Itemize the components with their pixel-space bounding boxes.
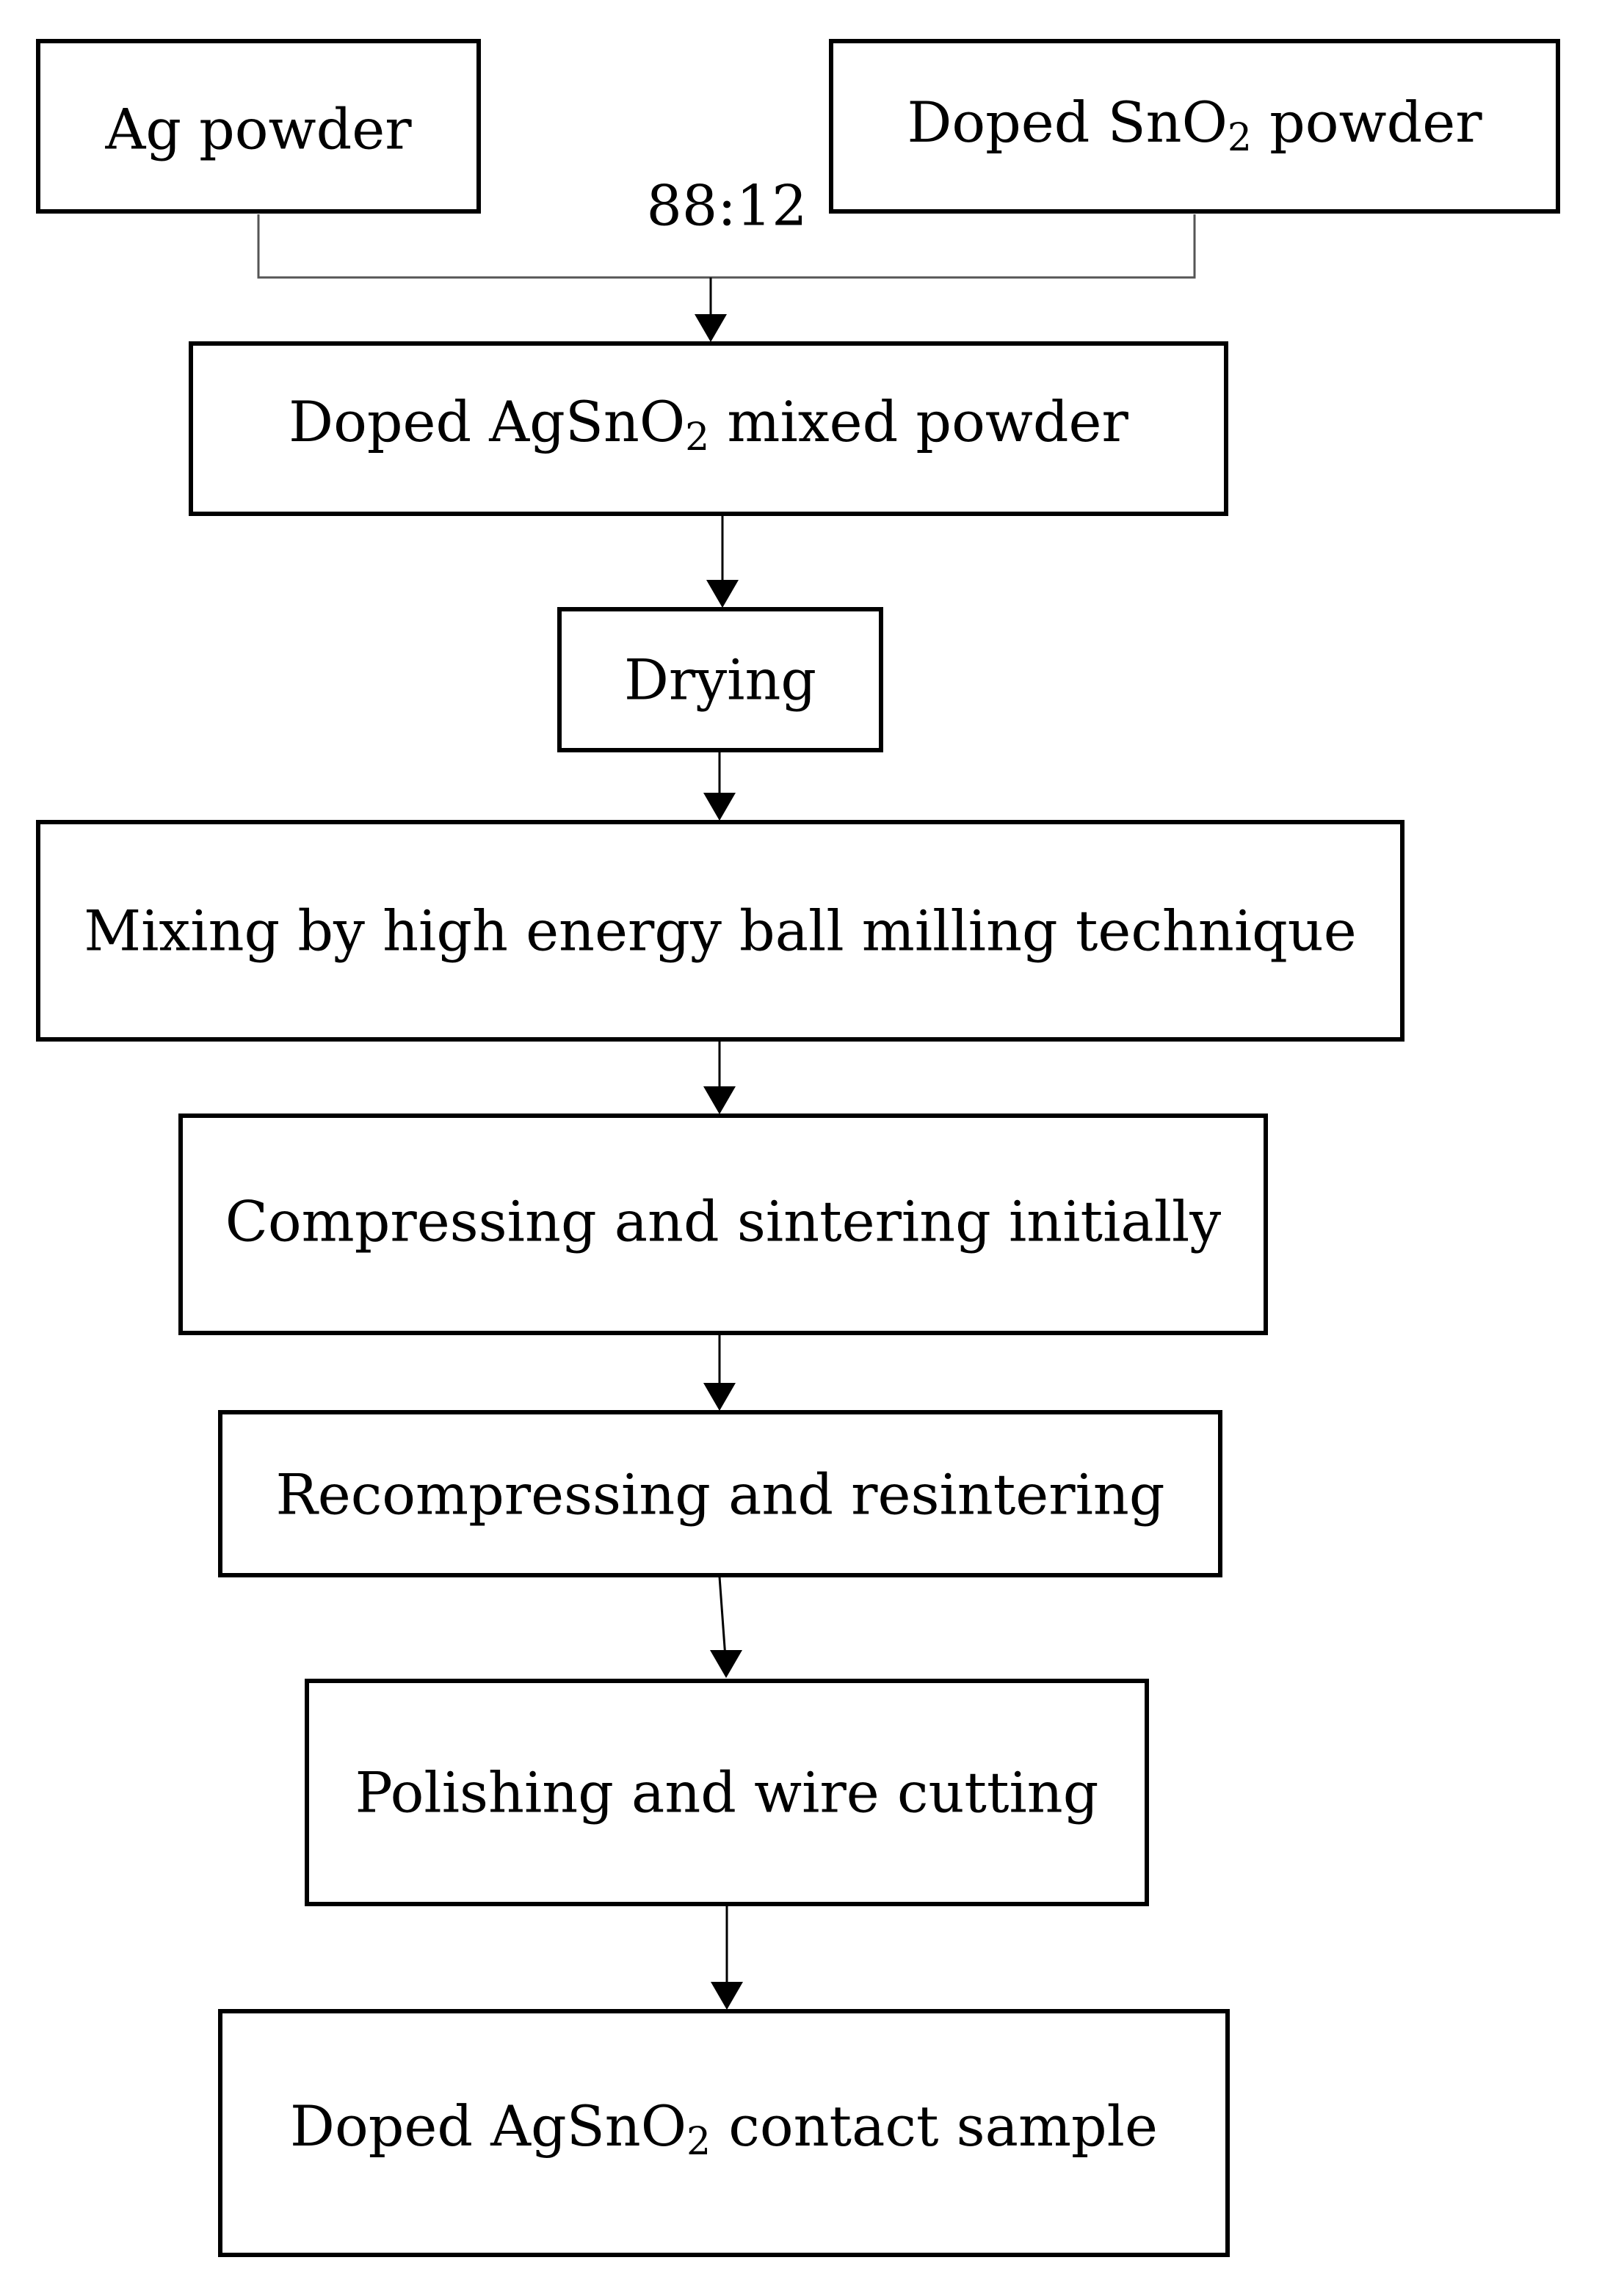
recompress-resinter-box: [218, 1410, 1222, 1577]
contact-sample-label-post: contact sample: [711, 2093, 1158, 2159]
ag-powder-box: [36, 39, 481, 214]
mixed-powder-node: Doped AgSnO2 mixed powder: [189, 341, 1228, 516]
compress-sinter-label: Compressing and sintering initially: [225, 1189, 1222, 1254]
doped-sno2-powder-label-sub: 2: [1228, 116, 1252, 160]
compress-sinter-box: [178, 1114, 1268, 1335]
recompress-resinter-node: Recompressing and resintering: [218, 1410, 1222, 1577]
mixed-powder-label-post: mixed powder: [709, 389, 1128, 454]
ball-milling-label: Mixing by high energy ball milling techn…: [84, 898, 1356, 964]
doped-sno2-powder-node: Doped SnO2 powder: [829, 39, 1560, 214]
contact-sample-label: Doped AgSnO2 contact sample: [290, 2093, 1158, 2165]
ag-powder-node: Ag powder: [36, 39, 481, 214]
drying-box: [557, 607, 883, 752]
arrow-to-compress-sinter: [703, 1041, 736, 1114]
polish-cut-label: Polishing and wire cutting: [355, 1760, 1099, 1825]
doped-sno2-powder-label-pre: Doped SnO: [907, 90, 1227, 155]
contact-sample-box: [218, 2009, 1230, 2257]
ball-milling-box: [36, 820, 1405, 1042]
arrow-to-ball-milling: [703, 752, 736, 821]
arrow-to-mixed-powder: [695, 277, 727, 342]
contact-sample-node: Doped AgSnO2 contact sample: [218, 2009, 1230, 2257]
doped-sno2-powder-box: [829, 39, 1560, 214]
doped-sno2-powder-label-post: powder: [1252, 90, 1482, 155]
compress-sinter-node: Compressing and sintering initially: [178, 1114, 1268, 1335]
drying-label: Drying: [624, 647, 816, 713]
polish-cut-box: [305, 1679, 1149, 1906]
polish-cut-node: Polishing and wire cutting: [305, 1679, 1149, 1906]
mixed-powder-box: [189, 341, 1228, 516]
recompress-resinter-label: Recompressing and resintering: [276, 1462, 1165, 1527]
mixed-powder-label-sub: 2: [685, 415, 709, 459]
mixed-powder-label: Doped AgSnO2 mixed powder: [289, 389, 1128, 460]
ratio-label: 88:12: [646, 173, 807, 239]
contact-sample-label-pre: Doped AgSnO: [290, 2093, 686, 2159]
arrow-to-polish-cut: [710, 1576, 742, 1678]
arrow-to-contact-sample: [711, 1906, 743, 2010]
merge-connector: [257, 214, 1196, 279]
contact-sample-label-sub: 2: [686, 2120, 711, 2164]
drying-node: Drying: [557, 607, 883, 752]
ag-powder-label: Ag powder: [104, 97, 412, 162]
ball-milling-node: Mixing by high energy ball milling techn…: [36, 820, 1405, 1042]
mixed-powder-label-pre: Doped AgSnO: [289, 389, 685, 454]
arrow-to-recompress-resinter: [703, 1334, 736, 1411]
doped-sno2-powder-label: Doped SnO2 powder: [907, 90, 1482, 161]
arrow-to-drying: [706, 515, 739, 608]
